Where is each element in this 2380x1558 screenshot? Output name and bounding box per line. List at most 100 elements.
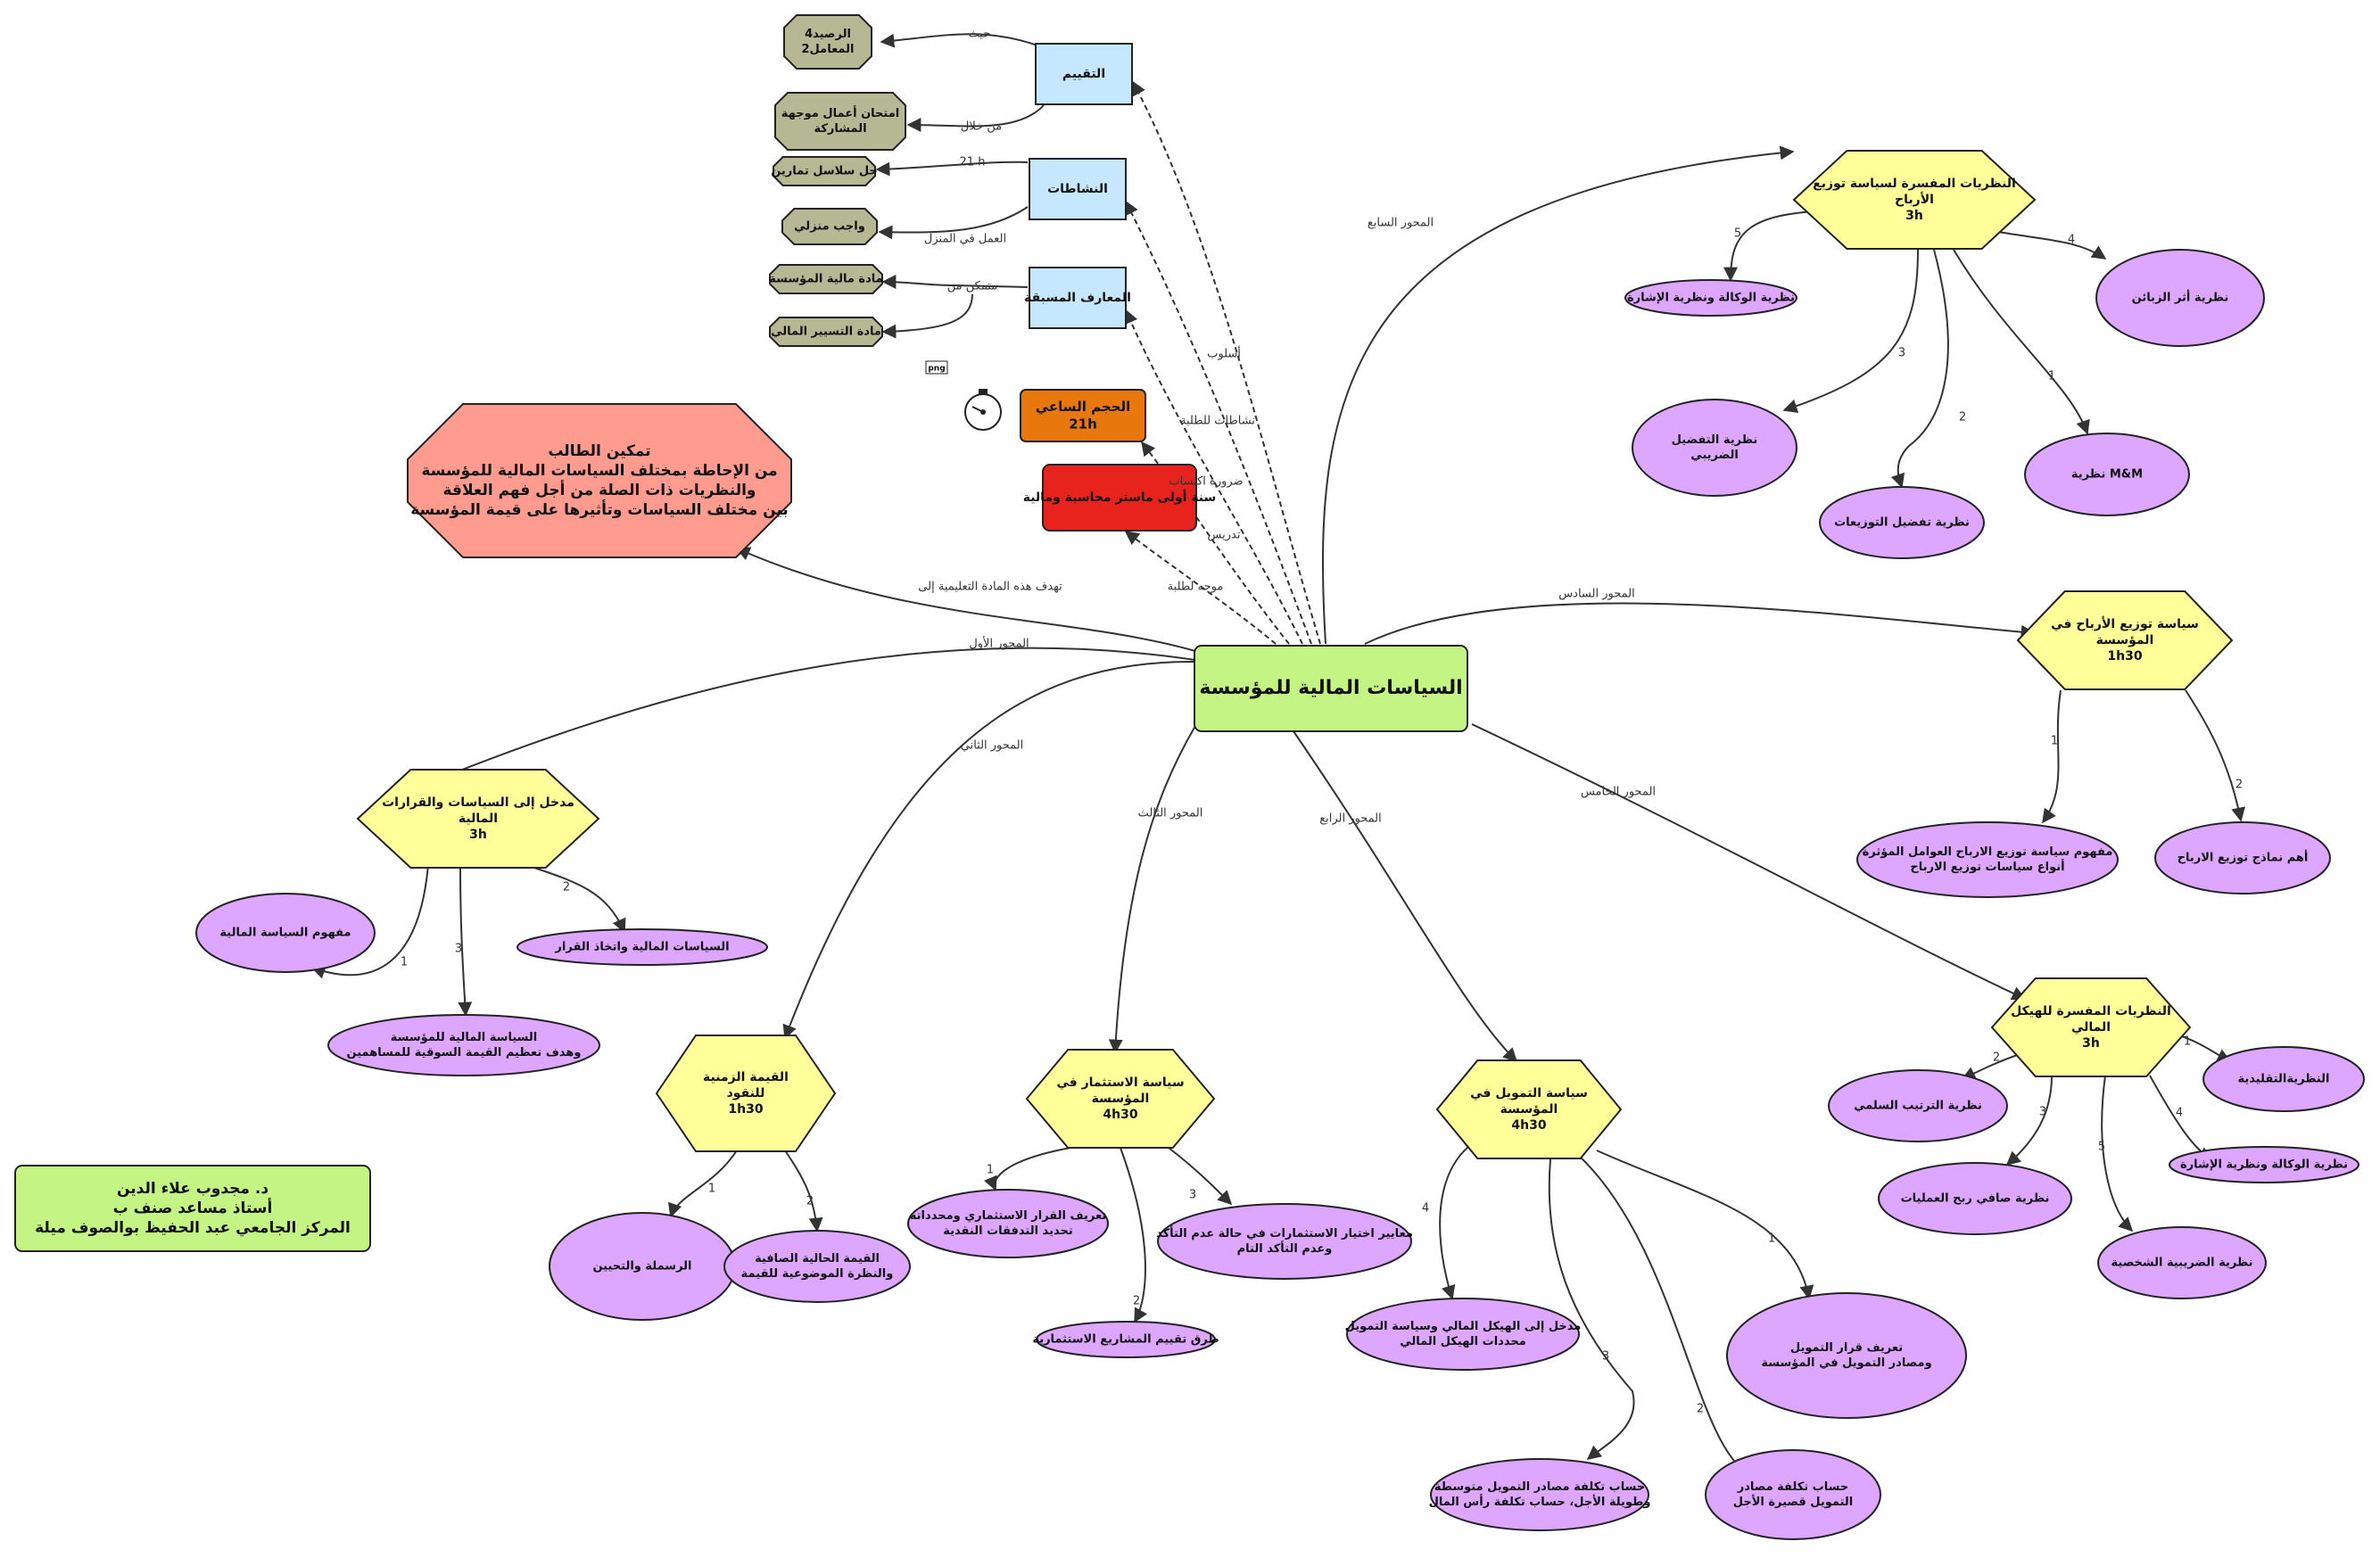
activities-exercises-node[interactable]: حل سلاسل تمارين	[771, 156, 878, 186]
prerequisites-box[interactable]: المعارف المسبقة	[1024, 267, 1131, 329]
objective-node[interactable]: تمكين الطالب من الإحاطة بمختلف السياسات ا…	[407, 403, 792, 558]
axis5-node-line: النظريات المفسرة للهيكل	[2011, 1004, 2171, 1018]
axis3-item2-line: طرق تقييم المشاريع الاستثمارية	[1032, 1333, 1219, 1347]
edge-eval-credit	[880, 33, 1036, 48]
edge-num-axis1-2: 2	[563, 881, 570, 894]
axis7-item3-line: الضريبي	[1690, 449, 1739, 462]
axis5-item1[interactable]: النظريةالتقليدية	[2202, 1046, 2365, 1112]
edge-center-activities	[1125, 200, 1312, 645]
prereq-finance-node[interactable]: مادة مالية المؤسسة	[769, 264, 883, 294]
axis1-node-line: 3h	[469, 828, 487, 842]
axis2-item1[interactable]: الرسملة والتحيين	[549, 1212, 736, 1321]
edge-axis2-1	[667, 1150, 738, 1218]
axis7-node-line: 3h	[1905, 209, 1923, 223]
axis5-item2-line: نظرية الترتيب السلمي	[1854, 1100, 1982, 1113]
prereq-management-node[interactable]: مادة التسيير المالي	[769, 317, 883, 347]
axis1-node-line: المالية	[459, 812, 498, 826]
axis1-item3-line: السياسة المالية للمؤسسة	[391, 1031, 537, 1044]
axis4-item3-line: وطويلة الأجل، حساب تكلفة رأس المال	[1429, 1494, 1651, 1509]
axis6-item2[interactable]: أهم نماذج توزيع الارباح	[2154, 821, 2331, 894]
edge-axis7-1	[1953, 249, 2090, 435]
edge-axis5-5	[2101, 1075, 2134, 1232]
axis5-node-line: المالي	[2071, 1020, 2111, 1035]
axis7-item5[interactable]: نظرية الوكالة ونظرية الإشارة	[1624, 279, 1797, 317]
edge-label-objective: تهدف هذه المادة التعليمية إلى	[918, 581, 1062, 594]
evaluation-box-line: التقييم	[1062, 67, 1105, 81]
axis5-item4[interactable]: نظرية الوكالة ونظرية الإشارة	[2169, 1146, 2359, 1183]
edge-axis6-1	[2042, 689, 2062, 824]
axis5-item3[interactable]: نظرية صافي ربح العمليات	[1878, 1162, 2072, 1235]
axis6-item1[interactable]: مفهوم سياسة توزيع الارباح العوامل المؤثر…	[1856, 821, 2119, 898]
center-node[interactable]: السياسات المالية للمؤسسة	[1194, 645, 1468, 732]
edge-eval-exam	[906, 104, 1045, 133]
edge-axis3-3	[1168, 1147, 1233, 1206]
axis6-node-line: 1h30	[2107, 649, 2142, 664]
edge-axis7-4	[1997, 231, 2107, 260]
author-node-line: د. مجدوب علاء الدين	[117, 1180, 269, 1198]
objective-node-line: تمكين الطالب	[548, 442, 650, 460]
objective-node-line: من الإحاطة بمختلف السياسات المالية للمؤس…	[421, 462, 777, 480]
axis3-node-line: المؤسسة	[1092, 1092, 1150, 1106]
axis5-item1-line: النظريةالتقليدية	[2237, 1073, 2329, 1086]
axis1-item2[interactable]: السياسات المالية واتخاذ القرار	[516, 928, 768, 966]
edge-num-axis4-1: 1	[1768, 1232, 1775, 1246]
edge-act-homework	[878, 206, 1029, 240]
axis1-item1-line: مفهوم السياسة المالية	[219, 927, 351, 940]
axis2-item2-line: والنظرة الموضوعية للقيمة	[741, 1267, 894, 1281]
axis2-node-line: للنقود	[727, 1086, 765, 1100]
axis1-item3[interactable]: السياسة المالية للمؤسسة وهدف تعظيم القيمة…	[327, 1014, 600, 1076]
edge-label-activities: نشاطات للطلبة	[1180, 415, 1255, 428]
axis7-item2[interactable]: نظرية تفضيل التوزيعات	[1819, 486, 1985, 559]
axis1-item3-line: وهدف تعظيم القيمة السوقية للمساهمين	[347, 1046, 582, 1059]
axis1-item1[interactable]: مفهوم السياسة المالية	[195, 893, 376, 973]
edge-num-axis5-1: 1	[2184, 1035, 2191, 1049]
edge-axis1-3	[458, 866, 473, 1017]
axis5-item5-line: نظرية الضريبية الشخصية	[2111, 1257, 2253, 1270]
edge-num-axis7-5: 5	[1734, 227, 1741, 241]
hours-box-line: 21h	[1069, 416, 1097, 432]
axis6-node-line: المؤسسة	[2096, 633, 2154, 647]
evaluation-credit-node-line: المعامل2	[802, 43, 855, 56]
axis5-item2[interactable]: نظرية الترتيب السلمي	[1828, 1069, 2008, 1142]
axis7-item4[interactable]: نظرية أثر الزبائن	[2095, 249, 2265, 347]
activities-homework-node[interactable]: واجب منزلي	[781, 208, 878, 245]
axis3-item3[interactable]: معايير اختيار الاستثمارات في حالة عدم ال…	[1156, 1203, 1413, 1280]
evaluation-box[interactable]: التقييم	[1035, 43, 1133, 105]
axis5-item5[interactable]: نظرية الضريبية الشخصية	[2097, 1226, 2267, 1299]
prerequisites-box-line: المعارف المسبقة	[1024, 291, 1131, 305]
activities-box[interactable]: النشاطات	[1029, 158, 1127, 220]
author-node-line: أستاذ مساعد صنف ب	[113, 1198, 273, 1217]
edge-num-axis7-3: 3	[1898, 347, 1905, 360]
edge-label-hours: تدريس	[1208, 529, 1241, 542]
axis4-node-line: سياسة التمويل في	[1470, 1086, 1588, 1100]
edge-axis5	[1471, 723, 2027, 1001]
edge-num-axis5-5: 5	[2098, 1141, 2105, 1154]
edge-axis4-4	[1439, 1137, 1482, 1300]
edge-axis7	[1322, 145, 1795, 645]
audience-box[interactable]: سنة أولى ماستر محاسبة ومالية	[1023, 464, 1217, 532]
edge-label-axis3: المحور الثالث	[1138, 807, 1203, 820]
edge-label-evaluation: أسلوب	[1207, 346, 1241, 361]
edge-center-prereq	[1124, 309, 1303, 645]
axis4-item4[interactable]: مدخل إلى الهيكل المالي وسياسة التمويلمحد…	[1345, 1298, 1582, 1371]
axis7-item1[interactable]: نظرية M&M	[2024, 433, 2190, 516]
edge-axis7-3	[1782, 249, 1919, 414]
axis3-item2[interactable]: طرق تقييم المشاريع الاستثمارية	[1032, 1321, 1219, 1358]
